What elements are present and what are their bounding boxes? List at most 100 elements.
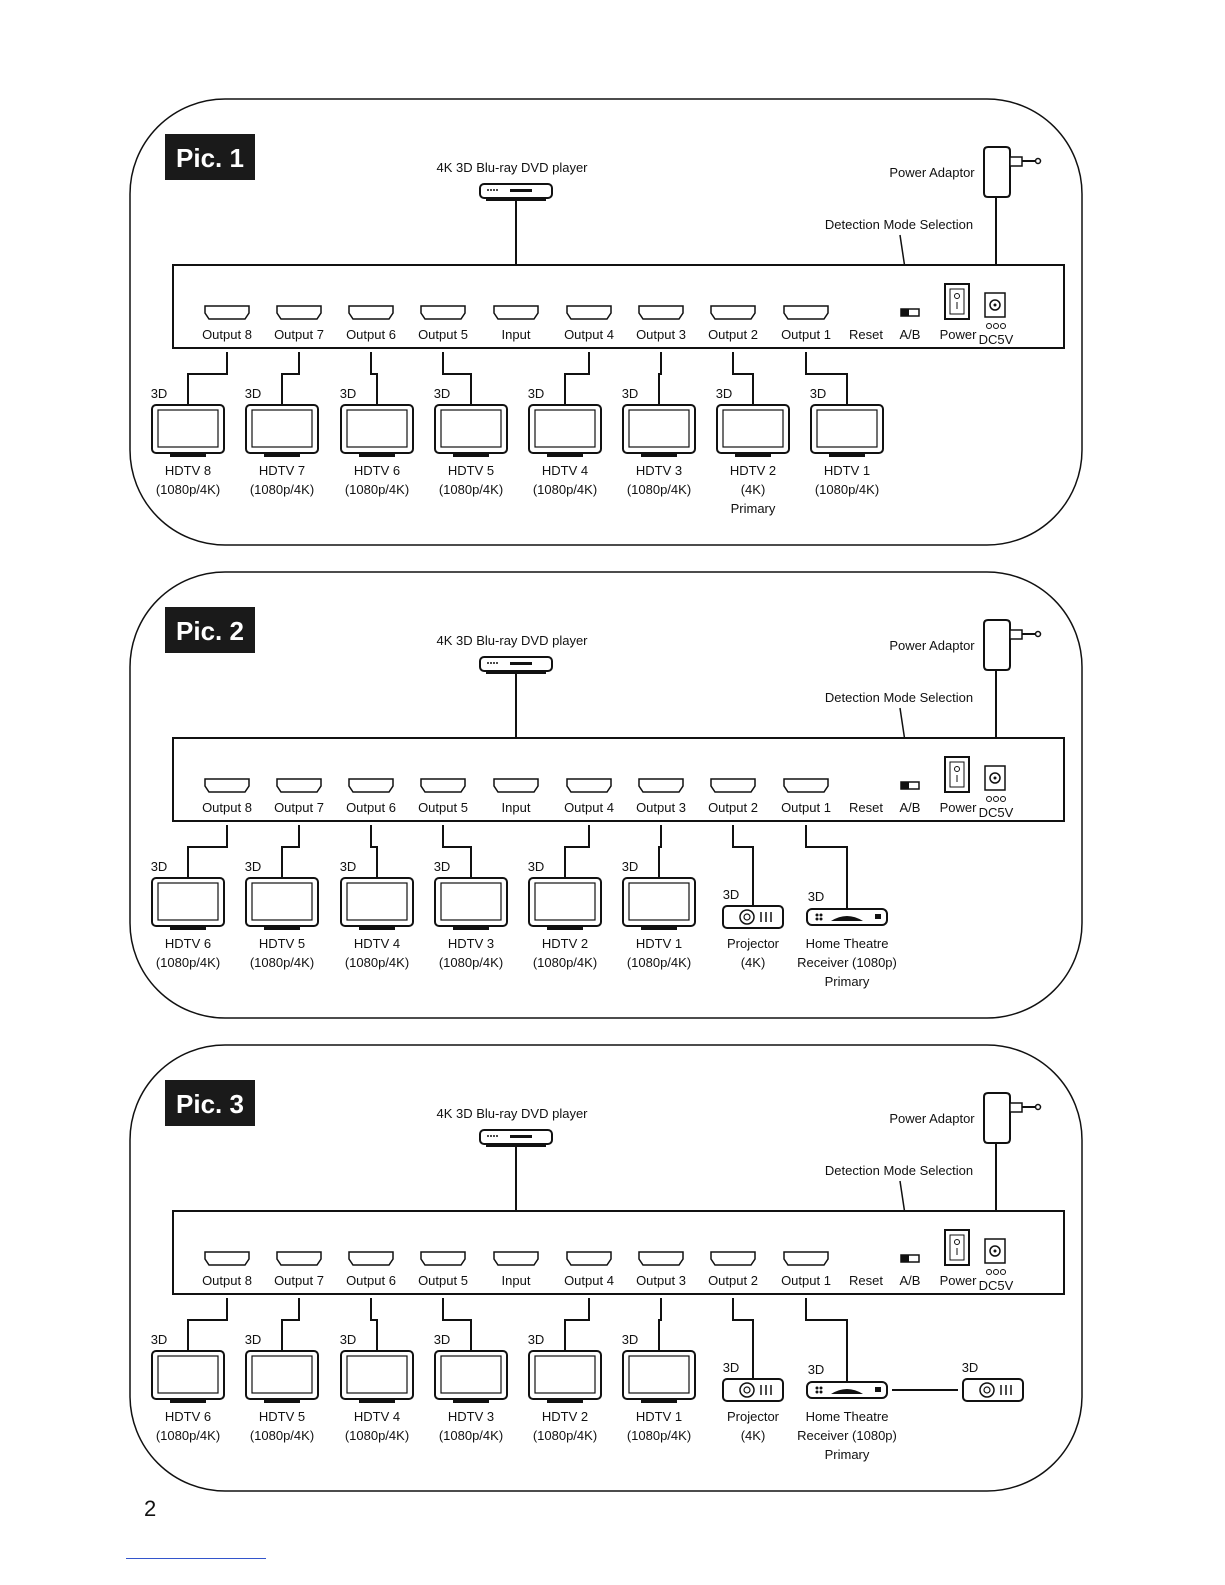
power-adaptor [983,146,1042,198]
port-label: Output 4 [564,1273,614,1288]
hdmi-input-port [493,778,539,793]
hdmi-output-port [420,1251,466,1266]
polarity-symbol [1000,323,1006,329]
tag-3d: 3D [528,386,545,401]
hdmi-cable [564,352,590,405]
tv-stand [547,1400,583,1403]
hdmi-cable [732,1298,754,1379]
power-adaptor-label: Power Adaptor [889,1111,975,1126]
dc-jack-pin [993,303,997,307]
player-base [486,198,546,201]
tv-stand [641,927,677,930]
ab-switch-knob [901,1255,909,1262]
tv-stand [264,454,300,457]
tag-3d: 3D [340,386,357,401]
hdmi-cable [564,1298,590,1351]
hdmi-cable [658,352,662,405]
detection-mode-label: Detection Mode Selection [825,690,973,705]
dc-jack-pin [993,776,997,780]
projector-lens-inner [983,1386,991,1394]
device-caption: HDTV 2 [730,463,776,478]
hdtv [340,877,414,930]
power-switch-rocker [949,288,965,315]
receiver-dot [815,913,819,917]
tag-3d: 3D [434,386,451,401]
tag-3d: 3D [151,386,168,401]
panel-frame [129,571,1083,1019]
device-caption: HDTV 3 [636,463,682,478]
port-label: Output 5 [418,327,468,342]
tv-stand [453,927,489,930]
tag-3d: 3D [808,1362,825,1377]
pic-title-badge [165,607,255,653]
port-label: Output 3 [636,327,686,342]
hdmi-output-port [783,305,829,320]
pic-title: Pic. 2 [176,616,244,646]
device-caption: HDTV 5 [259,1409,305,1424]
hdmi-output-port [204,1251,250,1266]
tag-3d: 3D [716,386,733,401]
device-caption: HDTV 1 [636,936,682,951]
hdmi-output-port [276,305,322,320]
device-caption: (4K) [741,1428,766,1443]
tv-stand [641,454,677,457]
polarity-symbol [993,796,999,802]
hdmi-cable [442,825,472,878]
device-caption: Primary [731,501,776,516]
tv-stand [170,1400,206,1403]
device-caption: HDTV 8 [165,463,211,478]
tv-stand [829,454,865,457]
hdmi-output-port [710,305,756,320]
hdmi-cable [281,352,300,405]
tv-screen [346,882,408,921]
hdmi-cable [732,352,754,405]
port-label: Output 2 [708,1273,758,1288]
player-dot [493,662,495,664]
hdtv [528,1350,602,1403]
tv-screen [534,882,596,921]
tv-screen [534,1355,596,1394]
power-label: Power [940,1273,978,1288]
hdtv [810,404,884,457]
polarity-symbol [993,323,999,329]
device-caption: HDTV 5 [259,936,305,951]
tag-3d: 3D [808,889,825,904]
port-label: Output 6 [346,800,396,815]
tag-3d: 3D [528,859,545,874]
hdmi-output-port [348,305,394,320]
player-dot [490,662,492,664]
hdtv [245,877,319,930]
tag-3d: 3D [622,859,639,874]
receiver-dot [819,917,823,921]
power-symbol-o [954,1239,960,1245]
reset-label: Reset [849,1273,883,1288]
tag-3d: 3D [340,1332,357,1347]
hdtv [245,1350,319,1403]
page-number: 2 [144,1496,157,1521]
hdtv [340,1350,414,1403]
receiver-display [831,916,863,921]
tag-3d: 3D [245,859,262,874]
tv-screen [157,409,219,448]
device-caption: (1080p/4K) [439,955,503,970]
adaptor-plug [1009,156,1023,167]
player-label: 4K 3D Blu-ray DVD player [437,633,589,648]
power-adaptor [983,619,1042,671]
reset-label: Reset [849,800,883,815]
hdmi-cable [281,825,300,878]
tag-3d: 3D [810,386,827,401]
hdmi-output-port [783,778,829,793]
hdmi-cable [658,825,662,878]
receiver-knob [875,1387,881,1392]
device-caption: (1080p/4K) [439,1428,503,1443]
projector-lens-inner [743,1386,751,1394]
tv-stand [641,1400,677,1403]
hdmi-input-port [493,305,539,320]
pic-title: Pic. 3 [176,1089,244,1119]
tv-stand [170,927,206,930]
hdtv [245,404,319,457]
tag-3d: 3D [340,859,357,874]
hdmi-output-port [276,778,322,793]
